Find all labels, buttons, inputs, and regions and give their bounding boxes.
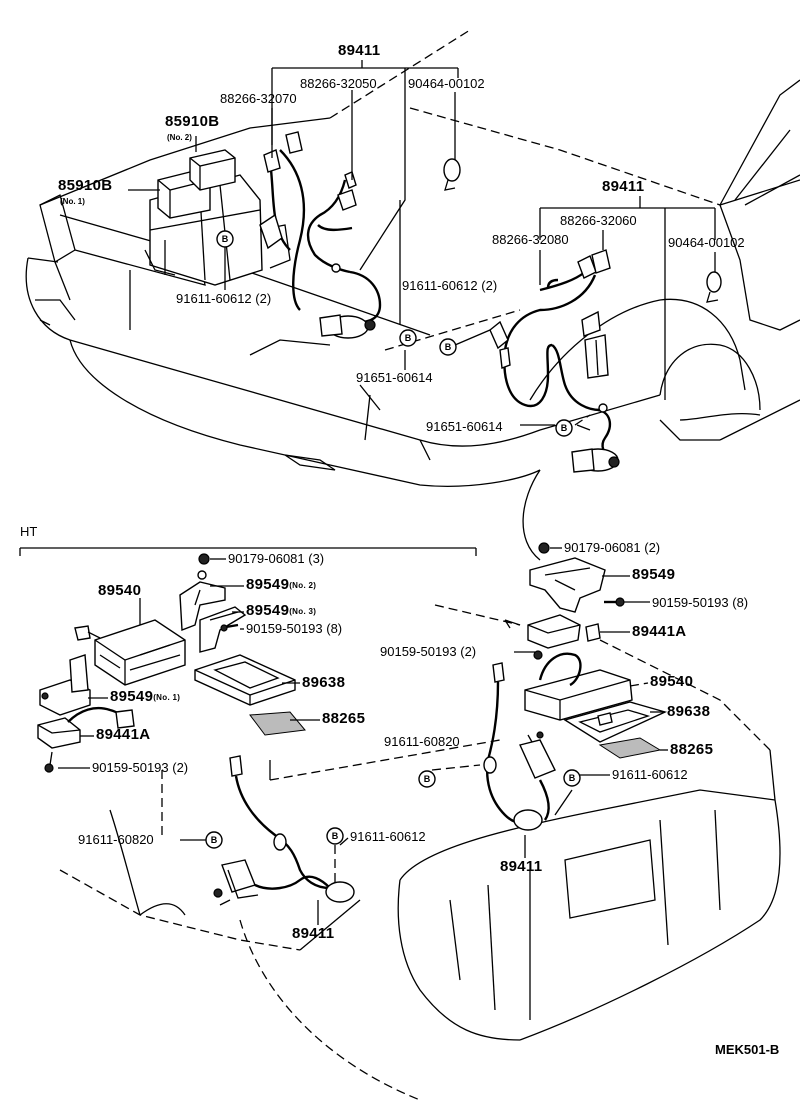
- label-89441a-ht: 89441A: [96, 726, 151, 743]
- rear-computer-89540: [524, 652, 633, 721]
- rear-pad-88265: [598, 737, 662, 759]
- label-89411-ht: 89411: [292, 925, 335, 942]
- label-89411-top: 89411: [338, 42, 381, 59]
- ht-bracket-89549-1: [39, 654, 91, 716]
- label-85910b-no1-sub: (No. 1): [60, 197, 85, 206]
- rear-bracket-89549: [529, 542, 625, 613]
- label-89411-right: 89411: [602, 178, 645, 195]
- bolt-marker-letters: B B B B B B B B: [211, 234, 576, 845]
- label-91651-60614-right: 91651-60614: [426, 419, 503, 434]
- label-89441a-rear: 89441A: [632, 623, 687, 640]
- label-88266-32060: 88266-32060: [560, 213, 637, 228]
- bolt-markers-top: [216, 230, 573, 437]
- relay-85910b: [157, 149, 236, 219]
- label-90179-06081-3: 90179-06081 (3): [228, 551, 325, 566]
- label-91611-60612-rear: 91611-60612: [612, 767, 688, 782]
- label-91611-60820-rear: 91611-60820: [384, 734, 460, 749]
- ht-sensor-89441a: [37, 706, 135, 773]
- label-85910b-no2: 85910B: [165, 113, 220, 130]
- marker-b: B: [445, 342, 452, 352]
- label-85910b-no2-sub: (No. 2): [167, 133, 192, 142]
- ht-harness-89411: [213, 755, 355, 925]
- ht-bolt-markers: [205, 827, 344, 849]
- label-89540-rear: 89540: [650, 673, 694, 690]
- label-89638-ht: 89638: [302, 674, 346, 691]
- rear-leader-lines: [431, 547, 668, 858]
- marker-b: B: [405, 333, 412, 343]
- clip-90464-right: [706, 271, 722, 303]
- marker-b: B: [222, 234, 229, 244]
- label-91611-60612-2-right: 91611-60612 (2): [402, 278, 498, 293]
- label-91611-60612-ht: 91611-60612: [350, 829, 426, 844]
- marker-b: B: [424, 774, 431, 784]
- label-89549-rear: 89549: [632, 566, 676, 583]
- marker-b: B: [569, 773, 576, 783]
- label-89549-no2: 89549(No. 2): [246, 576, 317, 593]
- label-88266-32070: 88266-32070: [220, 91, 297, 106]
- marker-b: B: [561, 423, 568, 433]
- label-90179-06081-2: 90179-06081 (2): [564, 540, 661, 555]
- label-90159-50193-2-ht: 90159-50193 (2): [92, 760, 189, 775]
- ht-bracket-89549-3: [199, 606, 247, 653]
- leader-lines-top: [128, 60, 716, 431]
- label-90464-00102-left: 90464-00102: [408, 76, 485, 91]
- rear-car-body: [269, 604, 781, 1041]
- label-91611-60612-2-left: 91611-60612 (2): [176, 291, 272, 306]
- diagram-code: MEK501-B: [715, 1042, 780, 1057]
- ht-leader-lines: [58, 558, 349, 885]
- ht-tray-89638: [194, 654, 296, 706]
- label-89411-rear: 89411: [500, 858, 543, 875]
- label-85910b-no1: 85910B: [58, 177, 113, 194]
- label-ht: HT: [20, 524, 38, 539]
- ht-computer-89540: [74, 619, 186, 686]
- ht-bracket: [19, 547, 477, 556]
- marker-b: B: [211, 835, 218, 845]
- label-90159-50193-8-ht: 90159-50193 (8): [246, 621, 343, 636]
- label-88266-32050: 88266-32050: [300, 76, 377, 91]
- label-90159-50193-8-rear: 90159-50193 (8): [652, 595, 749, 610]
- label-91651-60614-center: 91651-60614: [356, 370, 433, 385]
- label-91611-60820-ht: 91611-60820: [78, 832, 154, 847]
- label-88265-ht: 88265: [322, 710, 366, 727]
- label-89549-no1: 89549(No. 1): [110, 688, 181, 705]
- ht-rear-body: [59, 809, 421, 1101]
- front-car-body: [25, 29, 800, 561]
- rear-sensor-89441a: [527, 614, 601, 660]
- label-89638-rear: 89638: [667, 703, 711, 720]
- ht-screws: [198, 553, 239, 632]
- label-88265-rear: 88265: [670, 741, 714, 758]
- label-90159-50193-2-rear: 90159-50193 (2): [380, 644, 477, 659]
- label-90464-00102-right: 90464-00102: [668, 235, 745, 250]
- marker-b: B: [332, 831, 339, 841]
- label-88266-32080: 88266-32080: [492, 232, 569, 247]
- clip-90464-left: [443, 158, 461, 191]
- left-sensor-harness: [259, 131, 382, 339]
- rear-bolt-markers: [418, 769, 581, 788]
- label-89549-no3: 89549(No. 3): [246, 602, 317, 619]
- rear-harness-89411: [483, 662, 556, 831]
- right-sensor-harness: [489, 249, 620, 473]
- label-89540-ht: 89540: [98, 582, 142, 599]
- ht-bracket-89549-2: [179, 570, 226, 631]
- ht-pad-88265: [249, 711, 306, 736]
